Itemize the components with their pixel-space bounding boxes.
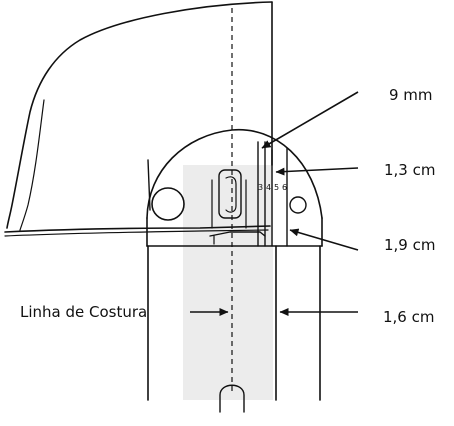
- arrow-1-3cm: [275, 167, 359, 176]
- seam-guide-lines: [257, 141, 288, 247]
- label-1-9cm: 1,9 cm: [384, 236, 435, 254]
- label-9mm: 9 mm: [389, 86, 433, 104]
- machine-bed: [147, 245, 321, 413]
- arrow-1-9cm: [289, 228, 359, 251]
- fabric-edge: [4, 225, 271, 237]
- scale-number-6: 6: [282, 183, 287, 192]
- arrow-9mm: [261, 91, 359, 149]
- presser-foot-shading: [183, 165, 273, 400]
- left-screw: [151, 187, 185, 221]
- scale-number-5: 5: [274, 183, 279, 192]
- label-seam-line: Linha de Costura: [20, 303, 147, 321]
- presser-foot: [209, 169, 266, 245]
- scale-number-3: 3: [258, 183, 263, 192]
- scale-number-4: 4: [266, 183, 271, 192]
- label-1-6cm: 1,6 cm: [383, 308, 434, 326]
- label-1-3cm: 1,3 cm: [384, 161, 435, 179]
- right-screw: [289, 196, 307, 214]
